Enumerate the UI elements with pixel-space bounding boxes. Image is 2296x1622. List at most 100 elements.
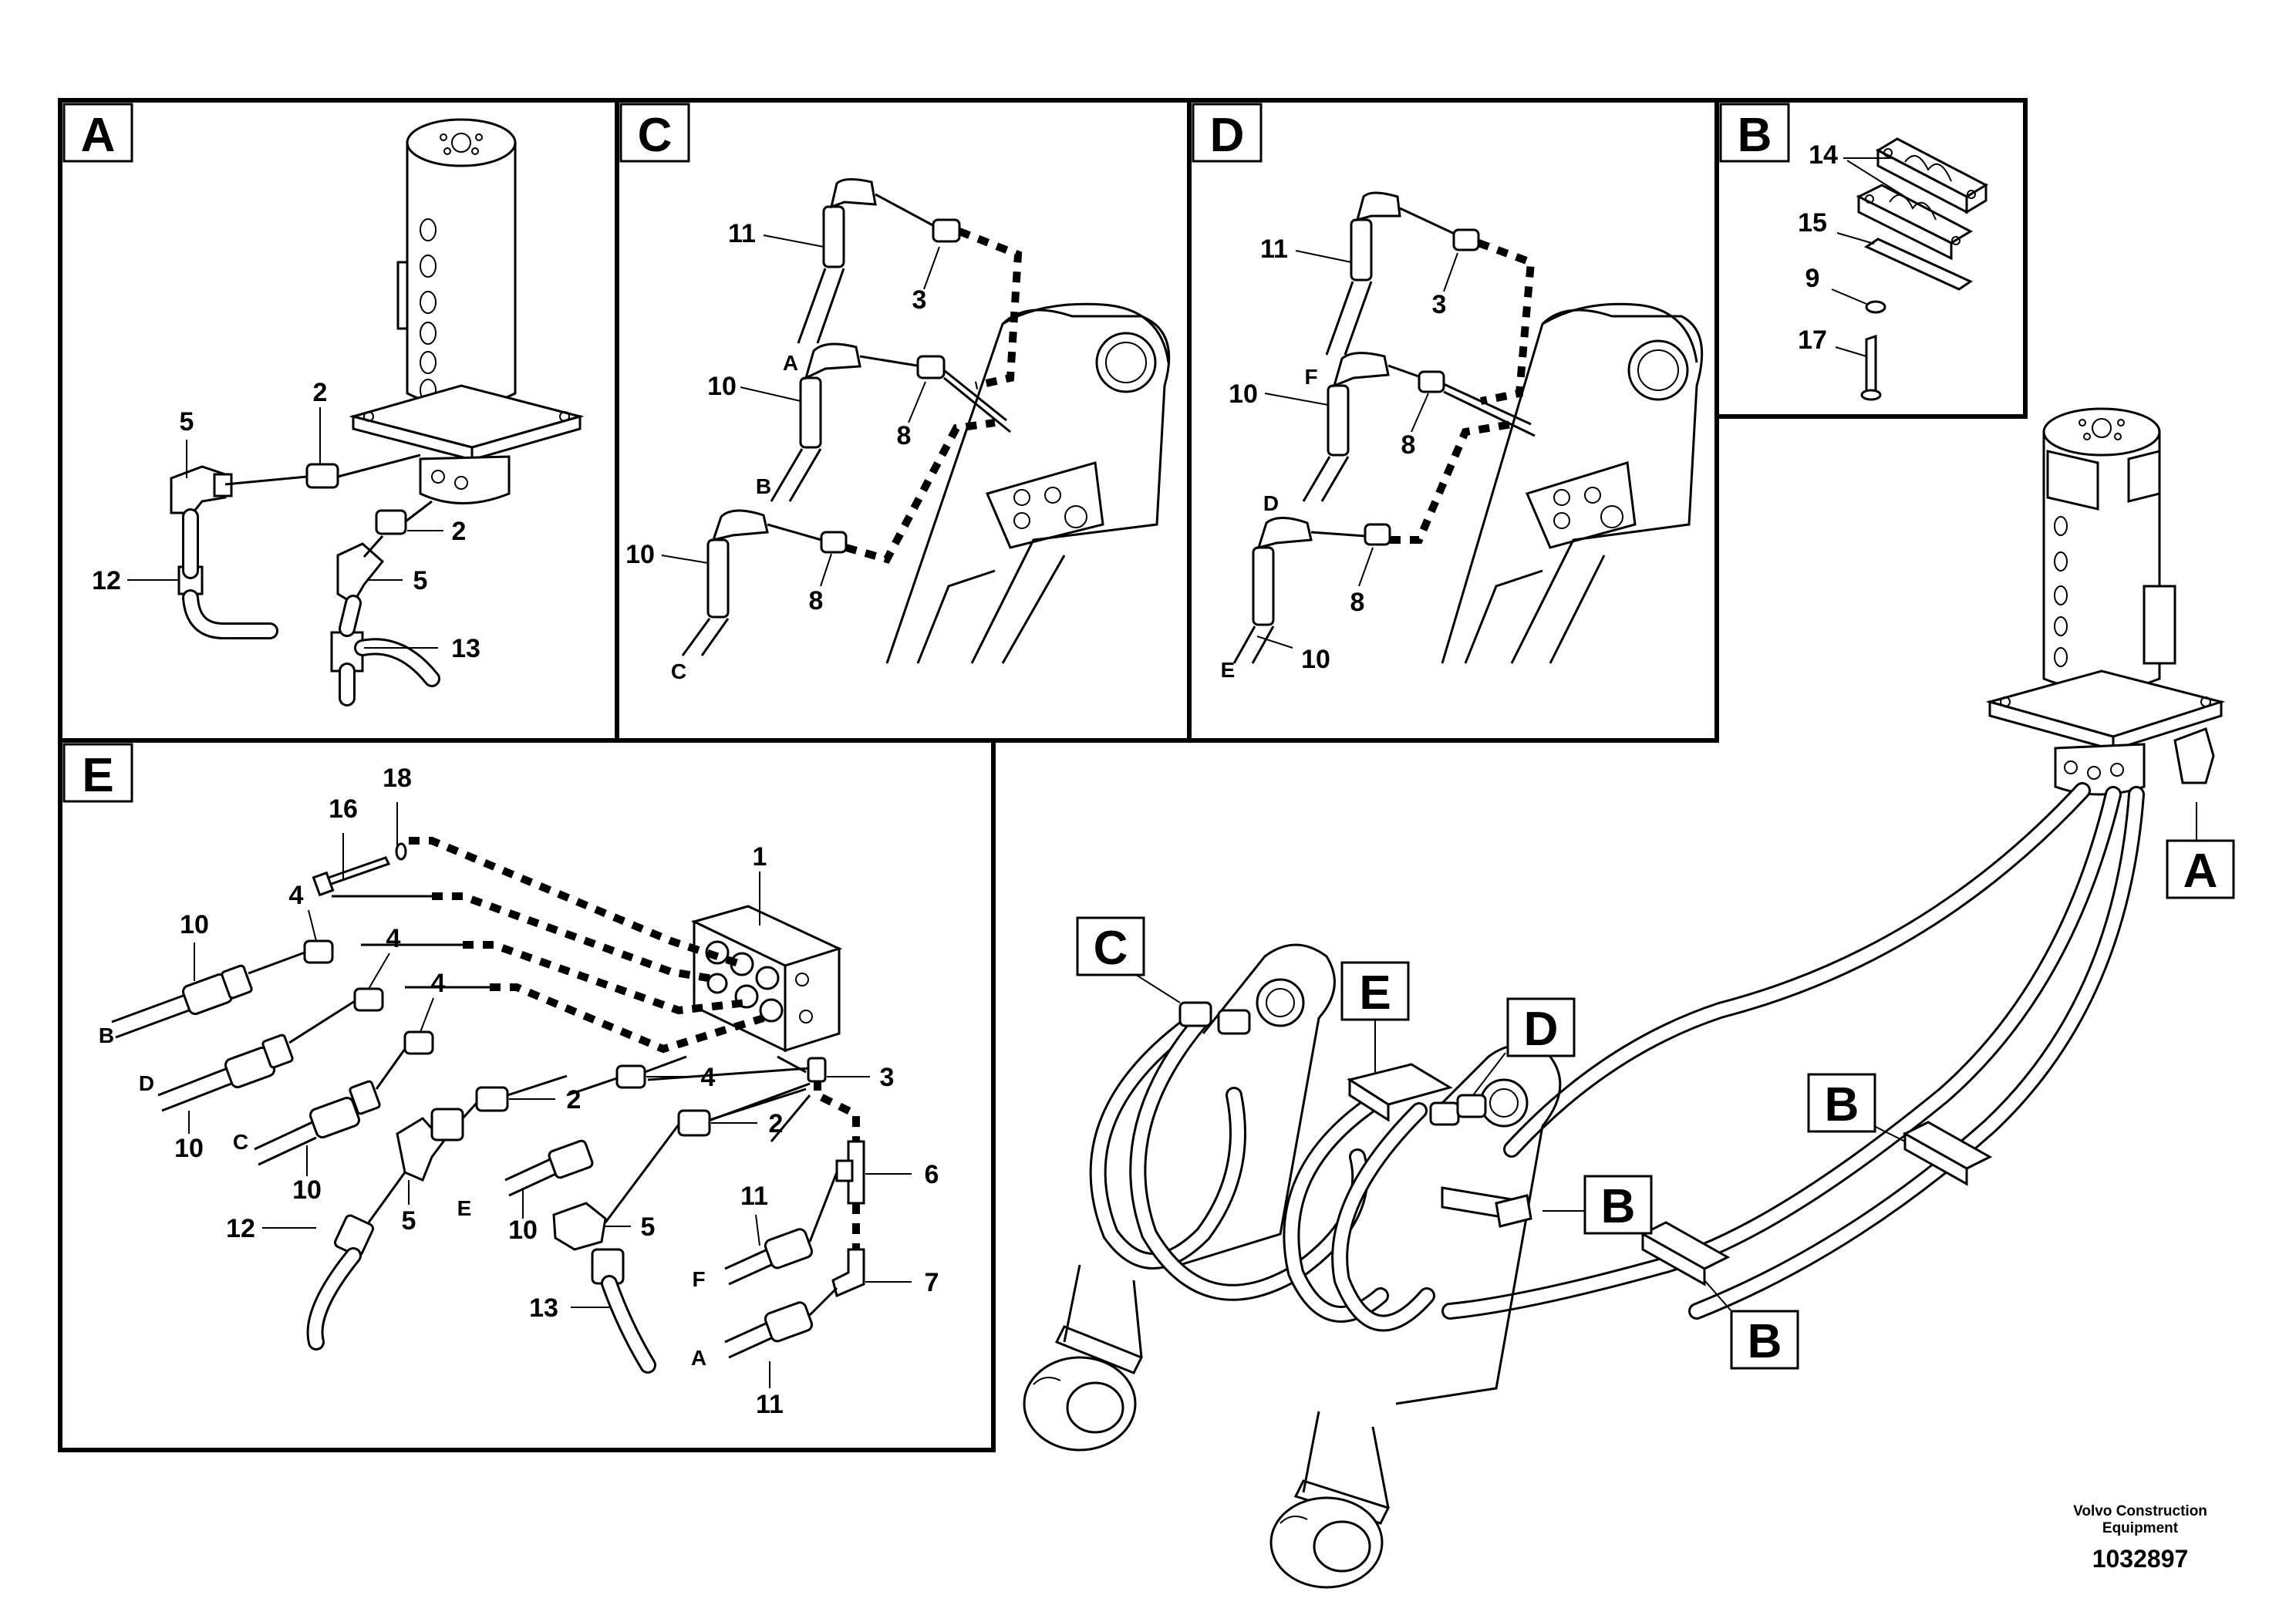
- callout-c-c: C: [671, 659, 686, 683]
- callout-e-3: 3: [880, 1063, 895, 1092]
- callout-e-16: 16: [329, 794, 358, 824]
- overview-cylinder-left: [1023, 943, 1369, 1452]
- callout-a-5-lower: 5: [413, 566, 428, 595]
- callout-e-11-upper: 11: [740, 1182, 768, 1211]
- hose-clamp-drawing: [1856, 137, 1989, 401]
- callout-d-11: 11: [1260, 234, 1288, 264]
- panel-c: C: [619, 103, 1171, 683]
- document-number: 1032897: [2092, 1545, 2189, 1573]
- overview-tag-a: A: [2183, 845, 2218, 898]
- panel-c-tag: C: [638, 109, 673, 162]
- callout-d-8-upper: 8: [1401, 430, 1416, 460]
- callout-d-d: D: [1263, 491, 1279, 515]
- callout-b-15: 15: [1798, 208, 1827, 238]
- callout-b-9: 9: [1805, 264, 1820, 293]
- callout-a-2-lower: 2: [452, 517, 467, 546]
- panel-b-tag: B: [1738, 109, 1772, 162]
- swivel-joint-drawing: [349, 118, 585, 504]
- callout-e-10-d: 10: [174, 1134, 204, 1163]
- callout-a-13: 13: [451, 634, 480, 663]
- panel-e-callouts: 16 18 1 10 4 4 4 B D C 10 10 2 4 3: [99, 764, 939, 1419]
- callout-d-10-upper: 10: [1229, 379, 1258, 409]
- callout-a-12: 12: [92, 566, 121, 595]
- panel-d-callouts: 11 3 F 10 8 D 8 E 10: [1221, 234, 1458, 682]
- panel-a: A: [62, 103, 585, 706]
- callout-e-d: D: [139, 1071, 154, 1095]
- cylinder-head-drawing-d: [1441, 302, 1704, 664]
- callout-c-a: A: [783, 351, 798, 375]
- overview-tag-c: C: [1094, 922, 1128, 975]
- callout-e-4-fourth: 4: [701, 1063, 716, 1092]
- callout-a-5-upper: 5: [180, 407, 194, 437]
- callout-e-e: E: [457, 1196, 472, 1220]
- callout-e-18: 18: [383, 764, 412, 793]
- cylinder-head-drawing-c: [885, 302, 1171, 664]
- overview-cylinder-right: [1269, 1044, 1562, 1589]
- callout-e-b: B: [99, 1023, 114, 1047]
- callout-d-f: F: [1304, 365, 1317, 389]
- panel-d-fittings: [1232, 191, 1536, 664]
- callout-d-3: 3: [1432, 290, 1447, 319]
- panel-e-hoses: [111, 939, 865, 1374]
- callout-e-1: 1: [753, 842, 767, 872]
- callout-b-17: 17: [1798, 325, 1827, 355]
- callout-e-a: A: [691, 1346, 706, 1370]
- callout-d-10-lower: 10: [1301, 645, 1330, 674]
- panel-d: D: [1192, 103, 1704, 682]
- callout-c-11: 11: [728, 219, 756, 248]
- callout-e-10-e: 10: [508, 1216, 538, 1245]
- panel-e: E: [62, 743, 939, 1419]
- panel-b-callouts: 14 15 9 17: [1798, 140, 1906, 357]
- callout-e-f: F: [692, 1267, 705, 1291]
- callout-e-5-right: 5: [641, 1212, 656, 1242]
- credit-line-2: Equipment: [2102, 1520, 2179, 1536]
- callout-a-2-upper: 2: [313, 378, 328, 407]
- callout-e-10-c: 10: [292, 1175, 322, 1205]
- panel-e-tag: E: [82, 749, 113, 802]
- callout-d-e: E: [1221, 658, 1236, 682]
- callout-e-10-top: 10: [180, 910, 209, 939]
- overview-swivel: [1985, 407, 2226, 796]
- callout-e-4-third: 4: [431, 969, 446, 998]
- credit-line-1: Volvo Construction: [2073, 1503, 2207, 1519]
- overview-tag-e: E: [1359, 966, 1391, 1020]
- callout-c-10-lower: 10: [625, 540, 655, 569]
- callout-e-13: 13: [529, 1293, 558, 1323]
- callout-e-7: 7: [925, 1268, 939, 1297]
- callout-c-3: 3: [912, 285, 927, 315]
- panel-c-fittings: [681, 178, 1023, 656]
- overview-tag-d: D: [1524, 1003, 1559, 1056]
- callout-e-12: 12: [226, 1214, 255, 1243]
- callout-e-c: C: [233, 1130, 248, 1154]
- overview-assembly: A C E D B B B: [1023, 407, 2235, 1589]
- callout-e-5-left: 5: [402, 1206, 416, 1236]
- overview-tag-b-right: B: [1825, 1078, 1859, 1131]
- overview-tags: A C E D B B B: [1076, 802, 2235, 1370]
- panel-frames: [58, 98, 2028, 1452]
- callout-c-10-upper: 10: [707, 372, 737, 401]
- callout-b-14: 14: [1809, 140, 1838, 170]
- overview-clamps: [1495, 1121, 1993, 1286]
- callout-e-11-lower: 11: [756, 1390, 784, 1419]
- footer: Volvo Construction Equipment 1032897: [2073, 1503, 2207, 1573]
- overview-tag-b-lower: B: [1748, 1315, 1782, 1368]
- callout-e-4-first: 4: [289, 881, 304, 910]
- panel-d-tag: D: [1210, 109, 1245, 162]
- callout-e-6: 6: [925, 1160, 939, 1189]
- bolt-and-washer: [312, 842, 407, 897]
- panel-a-callouts: 5 2 2 5 12 13: [92, 378, 480, 663]
- callout-e-4-second: 4: [386, 924, 401, 953]
- callout-c-8-upper: 8: [897, 421, 912, 450]
- callout-d-8-lower: 8: [1350, 588, 1365, 617]
- panel-e-routing: [332, 837, 860, 1249]
- panel-a-fittings: [170, 454, 440, 706]
- panel-c-callouts: 11 3 A 10 8 B 10 8 C: [625, 219, 940, 683]
- callout-c-b: B: [756, 474, 771, 498]
- callout-c-8-lower: 8: [809, 586, 824, 615]
- callout-e-2-upper: 2: [567, 1085, 582, 1114]
- panel-b: B 14 15 9 17: [1719, 103, 1989, 401]
- overview-tag-b-middle: B: [1601, 1180, 1636, 1233]
- panel-a-tag: A: [81, 109, 116, 162]
- overview-hoses: [1441, 782, 2145, 1320]
